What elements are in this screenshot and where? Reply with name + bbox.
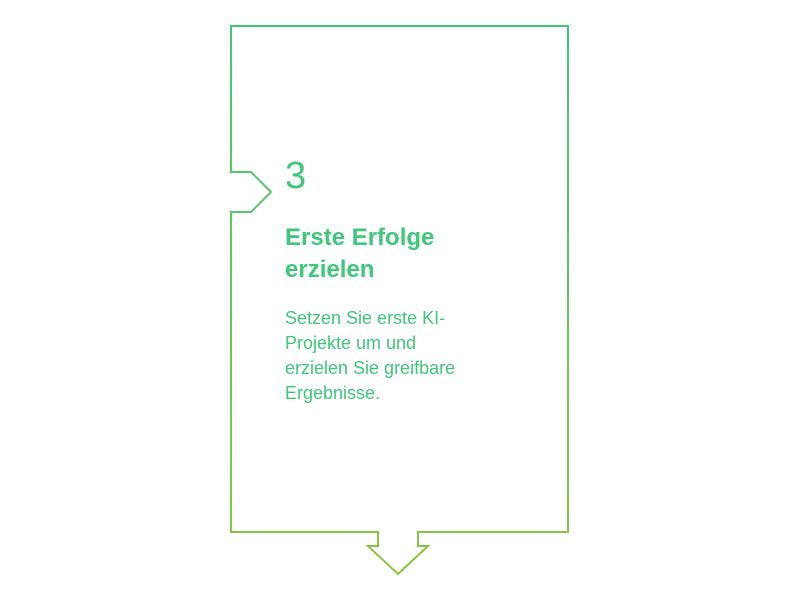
- step-number: 3: [285, 155, 307, 197]
- step-description: Setzen Sie erste KI- Projekte um und erz…: [285, 308, 456, 403]
- step-title: Erste Erfolge erzielen: [285, 224, 435, 283]
- step-box-with-arrows: [230, 25, 569, 576]
